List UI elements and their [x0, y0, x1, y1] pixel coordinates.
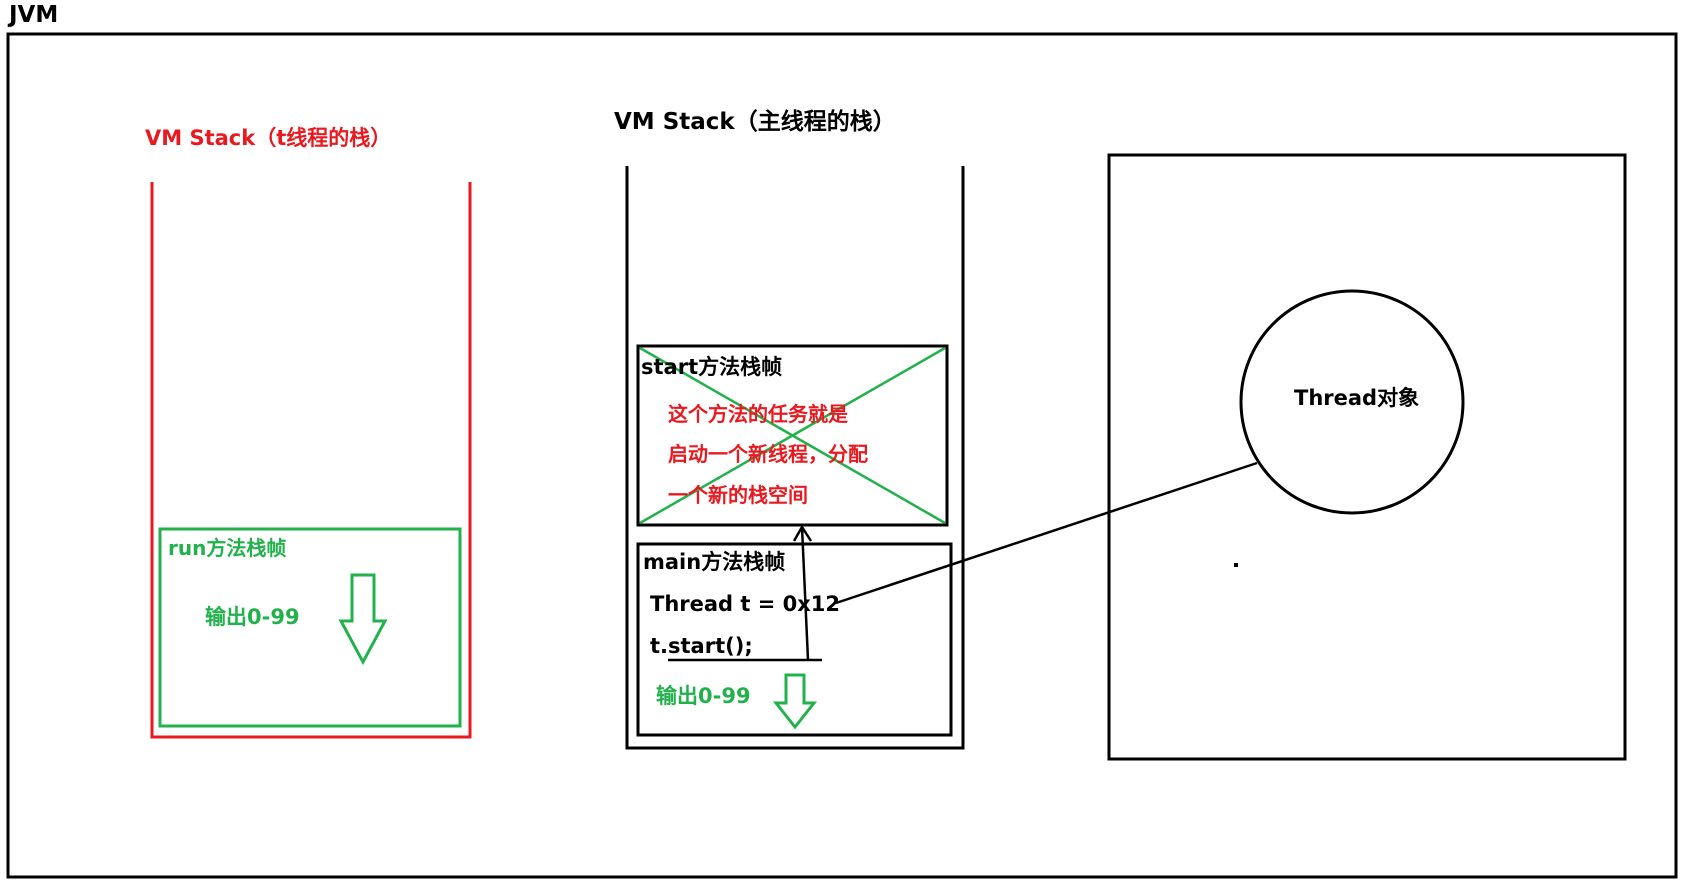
main-frame-line-2: t.start(); [650, 634, 753, 658]
main-thread-stack-title: VM Stack（主线程的栈） [614, 109, 896, 135]
start-frame-description-3: 一个新的栈空间 [668, 483, 808, 507]
cross-out-line-2 [639, 346, 946, 525]
thread-object-label: Thread对象 [1294, 386, 1420, 410]
jvm-label: JVM [9, 2, 59, 28]
jvm-boundary [6, 32, 1678, 879]
main-frame-box [636, 542, 953, 737]
start-frame-title: start方法栈帧 [641, 355, 783, 379]
run-frame-box [158, 527, 462, 728]
start-frame-description-2: 启动一个新线程，分配 [668, 442, 868, 466]
main-frame-output: 输出0-99 [656, 684, 751, 708]
main-thread-stack-outline [625, 166, 965, 750]
heap-box [1107, 153, 1627, 761]
run-frame-output: 输出0-99 [205, 605, 300, 629]
heap-dot [1234, 563, 1238, 567]
call-arrow-line [800, 526, 810, 661]
reference-line [835, 461, 1258, 605]
main-frame-title: main方法栈帧 [643, 550, 786, 574]
thread-object-circle [1239, 289, 1465, 515]
run-frame-title: run方法栈帧 [168, 536, 287, 560]
start-frame-box [636, 344, 949, 527]
t-thread-stack-outline [150, 182, 472, 739]
start-frame-description-1: 这个方法的任务就是 [668, 402, 848, 426]
down-arrow-icon [772, 673, 818, 730]
main-frame-line-1: Thread t = 0x12 [650, 592, 841, 616]
call-arrow-head [792, 524, 813, 542]
t-thread-stack-title: VM Stack（t线程的栈） [145, 126, 392, 150]
down-arrow-icon [338, 573, 388, 666]
